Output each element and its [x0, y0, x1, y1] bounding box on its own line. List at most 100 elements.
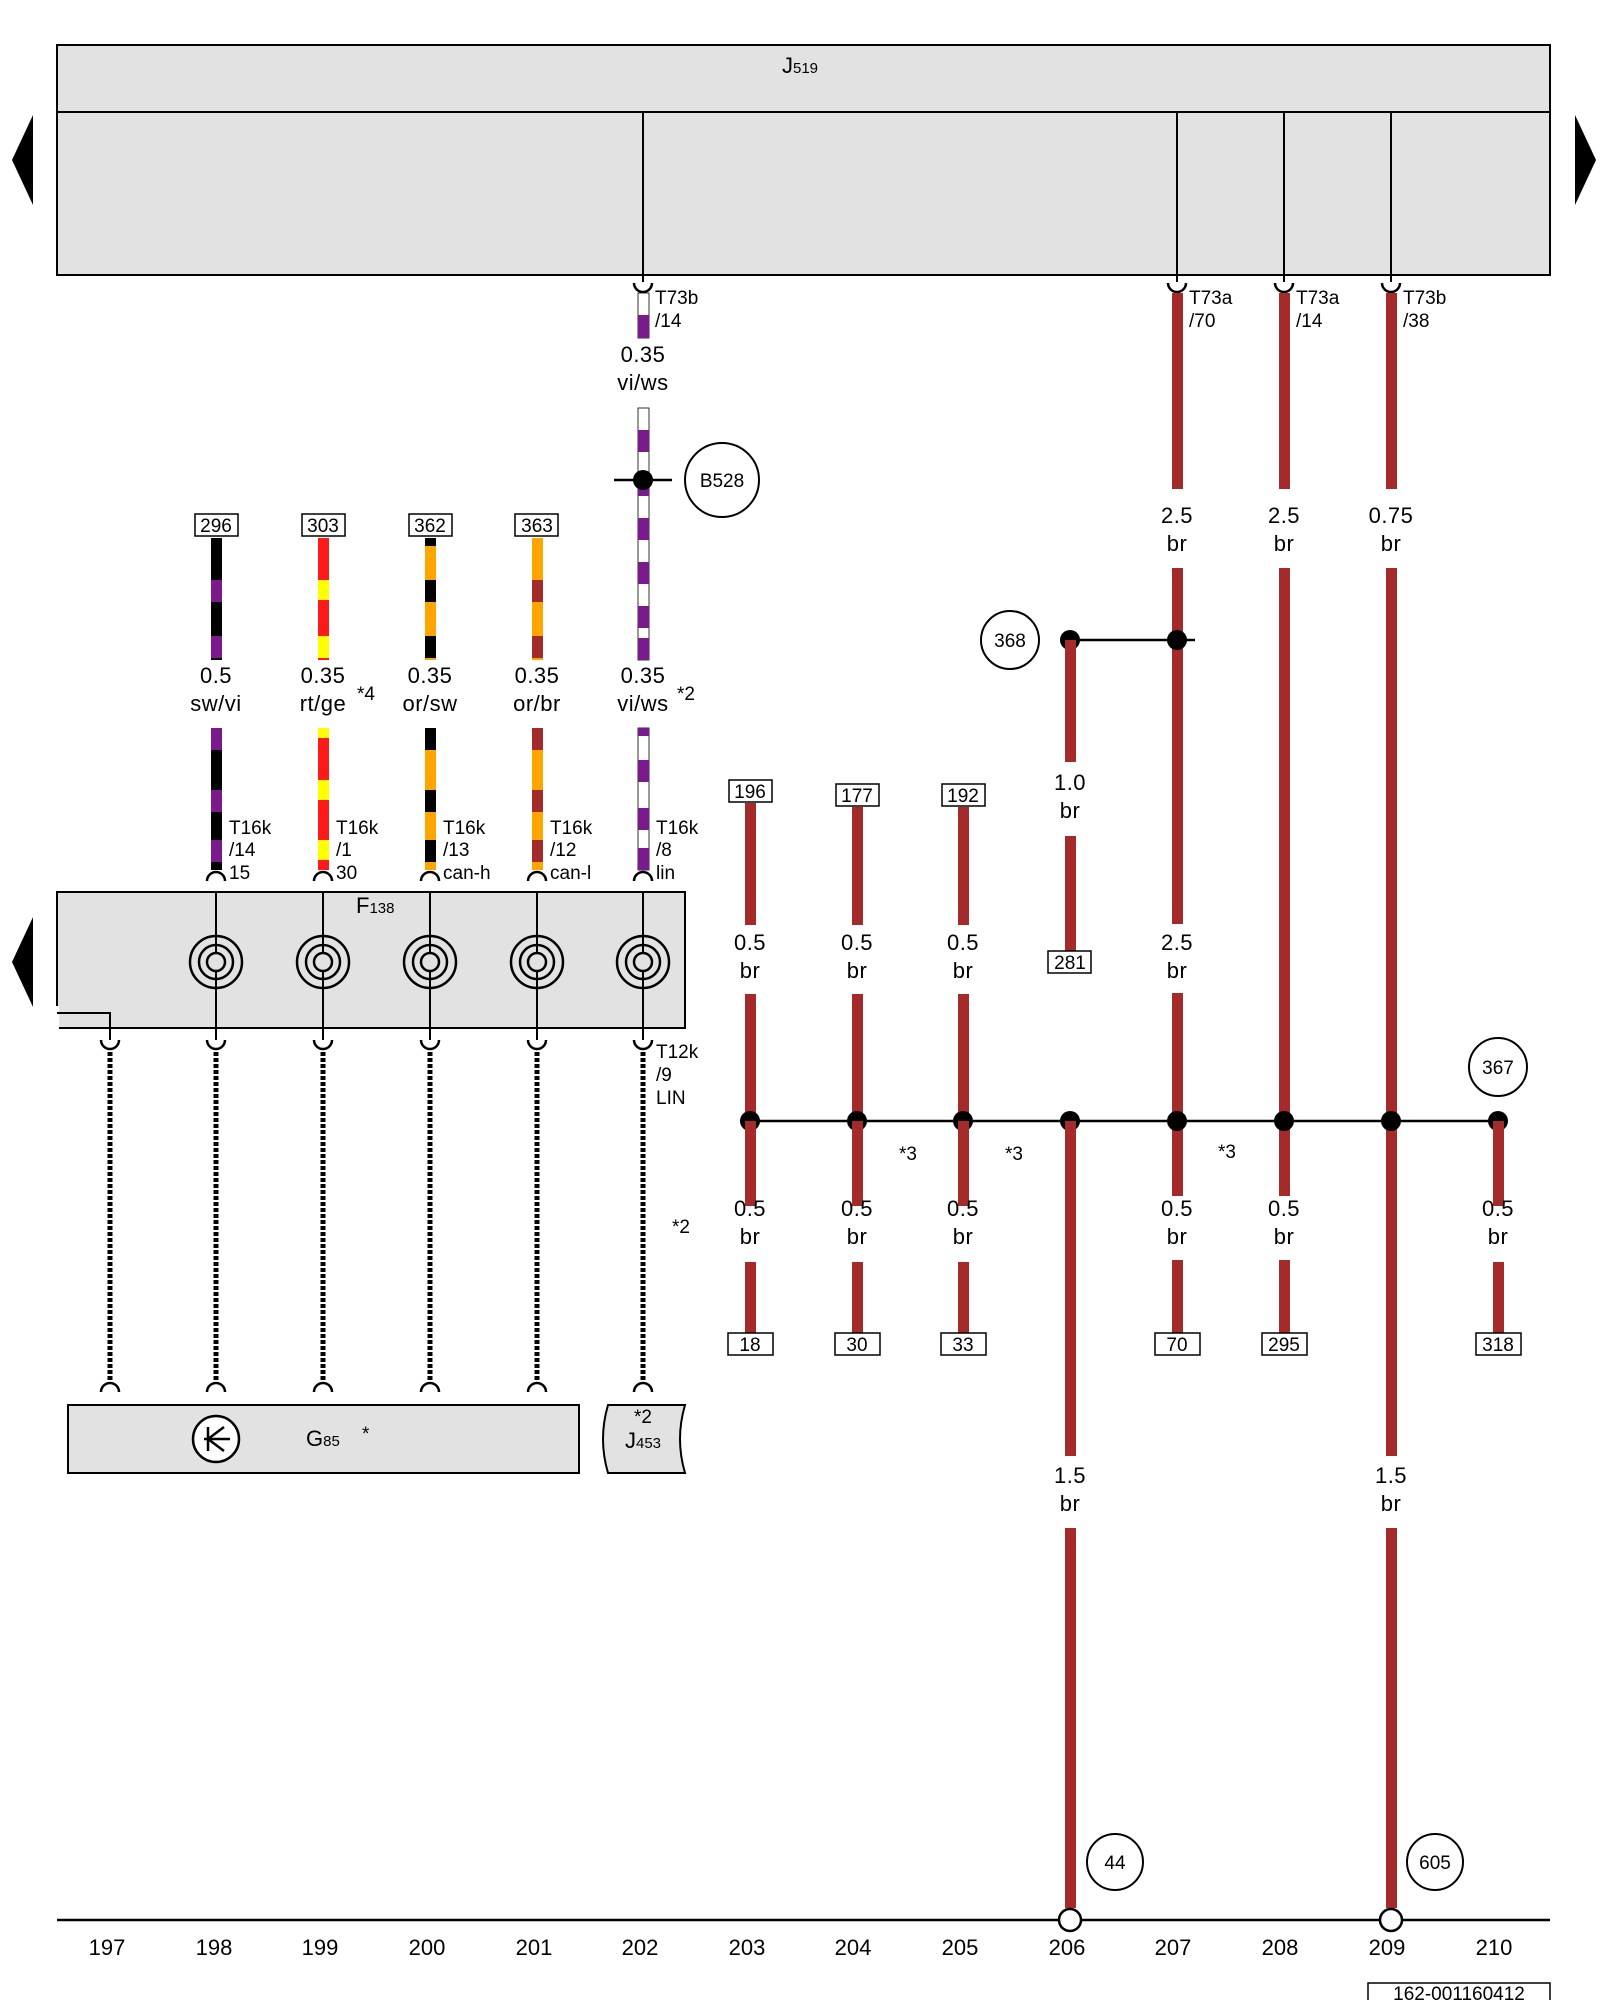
footnote-marker: *3 [899, 1144, 917, 1165]
wire-color: br [1060, 1491, 1081, 1516]
svg-text:can-h: can-h [443, 863, 491, 884]
ref-box-18 [727, 1332, 774, 1356]
connector-t12k-label: T12k [656, 1042, 699, 1063]
svg-text:T16k: T16k [336, 818, 379, 839]
ground-point-605: 605 [1406, 1833, 1464, 1891]
internal-harness [107, 1052, 646, 1382]
ref-box-296: 296 [194, 513, 239, 537]
svg-text:362: 362 [414, 516, 446, 537]
bus-feeders: 196 0.5 br 177 0.5 br 192 0.5 br [728, 779, 986, 1122]
wire-gauge: 0.5 [1482, 1196, 1514, 1221]
splice-368: 368 [980, 610, 1040, 670]
ref-label: 33 [952, 1335, 973, 1356]
prev-page-arrow-icon[interactable] [12, 115, 33, 205]
svg-text:203: 203 [729, 1935, 766, 1960]
coil-icon [509, 892, 565, 1040]
connector-t12k-signal: LIN [656, 1088, 686, 1109]
svg-text:/13: /13 [443, 840, 469, 861]
svg-text:T16k: T16k [656, 818, 699, 839]
svg-text:/8: /8 [656, 840, 672, 861]
ground-label: 605 [1419, 1853, 1451, 1874]
ref-box-30 [834, 1332, 881, 1356]
connector-label: T73a [1189, 288, 1233, 309]
connector-pin: /14 [1296, 311, 1323, 332]
connector-t12k-pin: /9 [656, 1065, 672, 1086]
steering-angle-sensor-icon [191, 1414, 241, 1464]
ref-box-196 [728, 779, 773, 803]
ref-box-318 [1475, 1332, 1522, 1356]
svg-text:209: 209 [1369, 1935, 1406, 1960]
wire-color: br [1167, 1224, 1188, 1249]
wire-br-209 [1386, 293, 1397, 1908]
ref-box-33 [940, 1332, 987, 1356]
wire-gauge: 0.35 [621, 342, 666, 367]
ground-terminal [1057, 1907, 1083, 1933]
ground-wire-44: 1.5 br [1054, 1121, 1086, 1908]
svg-text:199: 199 [302, 1935, 339, 1960]
wire-color: br [740, 1224, 761, 1249]
bus-branches: 0.5 br 18 0.5 br 30 0.5 br 33 0.5 br 70 … [727, 1121, 1522, 1356]
splice-367: 367 [1468, 1037, 1528, 1097]
wire-color: rt/ge [300, 691, 347, 716]
wire-sw-vi [211, 538, 222, 870]
g85-unit: G85 * [67, 1404, 580, 1474]
svg-text:210: 210 [1476, 1935, 1513, 1960]
connector-t73a-14: T73a /14 [1273, 282, 1340, 332]
wire-color: br [1167, 531, 1188, 556]
wire-gauge: 0.5 [1268, 1196, 1300, 1221]
footnote-marker: *3 [1218, 1142, 1236, 1163]
wire-gauge: 2.5 [1268, 503, 1300, 528]
wire-color: br [847, 958, 868, 983]
connector-t16k-1: T16k /1 30 [312, 818, 379, 884]
wire-gauge: 0.5 [947, 1196, 979, 1221]
ref-box-177 [835, 783, 880, 807]
ref-box-281 [1047, 950, 1092, 974]
wire-color: br [1274, 531, 1295, 556]
svg-text:198: 198 [196, 1935, 233, 1960]
footnote-marker: *3 [1005, 1144, 1023, 1165]
next-page-arrow-icon[interactable] [1575, 115, 1596, 205]
ground-point-44: 44 [1086, 1833, 1144, 1891]
footnote-marker: *2 [672, 1217, 690, 1238]
wire-gauge: 0.75 [1369, 503, 1414, 528]
svg-text:30: 30 [336, 863, 357, 884]
wire-gauge: 0.5 [1161, 1196, 1193, 1221]
splice-label: B528 [700, 471, 744, 492]
ref-label: 18 [739, 1335, 760, 1356]
svg-text:lin: lin [656, 863, 675, 884]
wire-color: vi/ws [617, 691, 668, 716]
connector-pin: /38 [1403, 311, 1429, 332]
svg-text:208: 208 [1262, 1935, 1299, 1960]
g85-label: G85 [306, 1426, 340, 1451]
ref-label: 318 [1482, 1335, 1514, 1356]
ref-label: 70 [1166, 1335, 1187, 1356]
ref-box-70 [1154, 1332, 1201, 1356]
connector-pin: /70 [1189, 311, 1215, 332]
prev-page-arrow-icon-2[interactable] [12, 917, 33, 1007]
ref-box-363: 363 [514, 513, 559, 537]
wire-or-sw [425, 538, 436, 870]
ground-label: 44 [1104, 1853, 1126, 1874]
svg-text:206: 206 [1049, 1935, 1086, 1960]
f138-unit: F138 [40, 891, 686, 1040]
ref-box-303: 303 [301, 513, 346, 537]
splice-label: 368 [994, 631, 1026, 652]
column-numbers: 197 198 199 200 201 202 203 204 205 206 … [89, 1935, 1513, 1960]
ref-label: 295 [1268, 1335, 1300, 1356]
document-id: 162-001160412 [1367, 1982, 1551, 2000]
wire-gauge: 0.5 [841, 930, 873, 955]
wire-rt-ge [318, 538, 329, 870]
ref-281-label: 281 [1054, 953, 1086, 974]
wire-color: br [1274, 1224, 1295, 1249]
svg-text:202: 202 [622, 1935, 659, 1960]
connector-label: T73b [655, 288, 698, 309]
wire-color: br [953, 1224, 974, 1249]
svg-text:303: 303 [307, 516, 339, 537]
wire-lin-vi-ws: 0.35 vi/ws [614, 292, 672, 661]
svg-text:204: 204 [835, 1935, 872, 1960]
ref-label: 196 [734, 782, 766, 803]
j519-unit: J519 [56, 44, 1551, 276]
wire-gauge: 2.5 [1161, 930, 1193, 955]
connector-t73b-38: T73b /38 [1380, 282, 1446, 332]
